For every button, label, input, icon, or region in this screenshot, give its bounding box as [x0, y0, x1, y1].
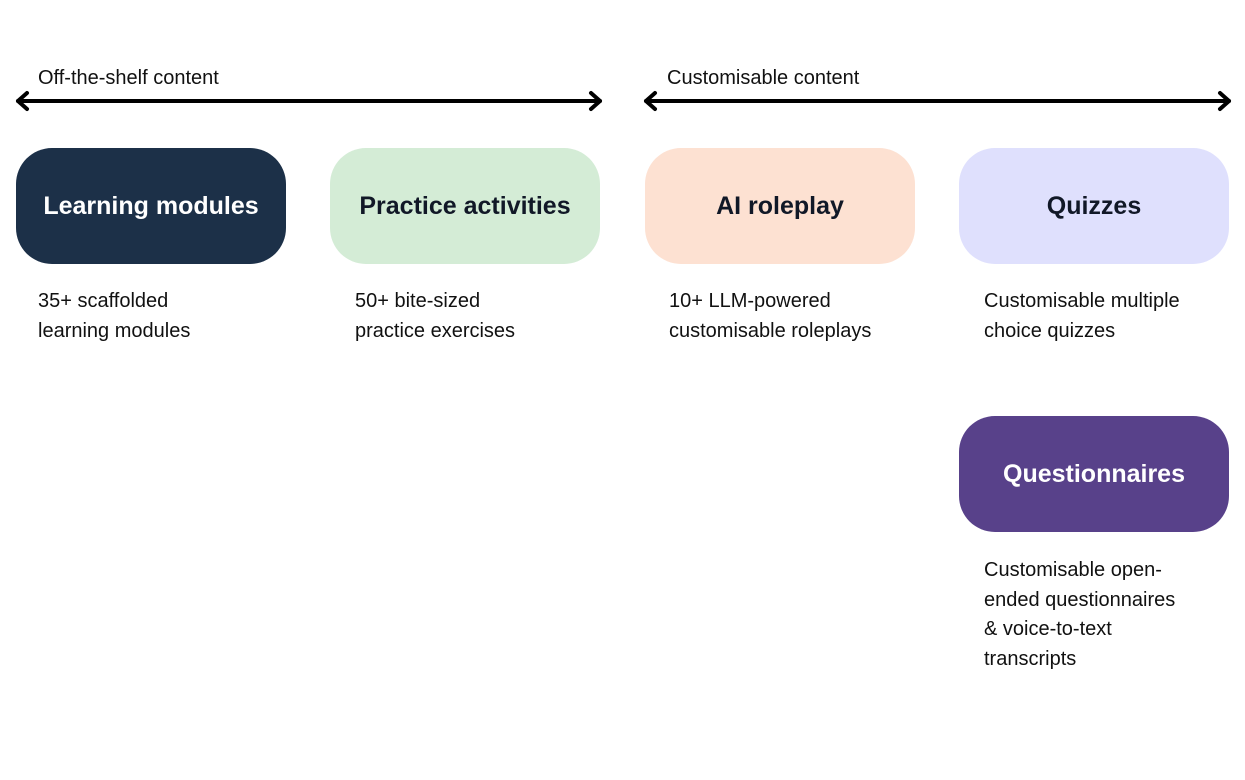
description-line: choice quizzes — [984, 319, 1116, 342]
description-ai-roleplay: 10+ LLM-powered customisable roleplays — [669, 287, 909, 346]
description-line: ended questionnaires — [984, 588, 1176, 611]
description-line: & voice-to-text — [984, 618, 1112, 640]
description-line: 50+ bite-sized — [355, 290, 481, 312]
description-practice-activities: 50+ bite-sized practice exercises — [355, 287, 585, 346]
card-title: AI roleplay — [716, 191, 844, 220]
card-practice-activities: Practice activities — [330, 148, 600, 264]
description-line: Customisable multiple — [984, 290, 1180, 312]
description-line: 35+ scaffolded — [38, 290, 169, 312]
description-questionnaires: Customisable open- ended questionnaires … — [984, 556, 1234, 674]
description-line: transcripts — [984, 647, 1077, 670]
description-line: customisable roleplays — [669, 319, 872, 342]
card-title: Learning modules — [43, 191, 259, 220]
card-title: Quizzes — [1046, 191, 1142, 220]
description-line: 10+ LLM-powered — [669, 290, 831, 312]
description-line: Customisable open- — [984, 559, 1162, 581]
section-label-customisable: Customisable content — [667, 67, 860, 89]
card-title: Practice activities — [359, 191, 571, 220]
description-line: practice exercises — [355, 319, 516, 342]
section-label-off-the-shelf: Off-the-shelf content — [38, 67, 219, 89]
off-the-shelf-range-arrow — [14, 88, 604, 114]
description-quizzes: Customisable multiple choice quizzes — [984, 287, 1234, 346]
description-learning-modules: 35+ scaffolded learning modules — [38, 287, 268, 346]
description-line: learning modules — [38, 319, 191, 342]
customisable-range-arrow — [642, 88, 1233, 114]
card-title: Questionnaires — [1003, 459, 1185, 488]
card-questionnaires: Questionnaires — [959, 416, 1229, 532]
card-learning-modules: Learning modules — [16, 148, 286, 264]
card-ai-roleplay: AI roleplay — [645, 148, 915, 264]
card-quizzes: Quizzes — [959, 148, 1229, 264]
